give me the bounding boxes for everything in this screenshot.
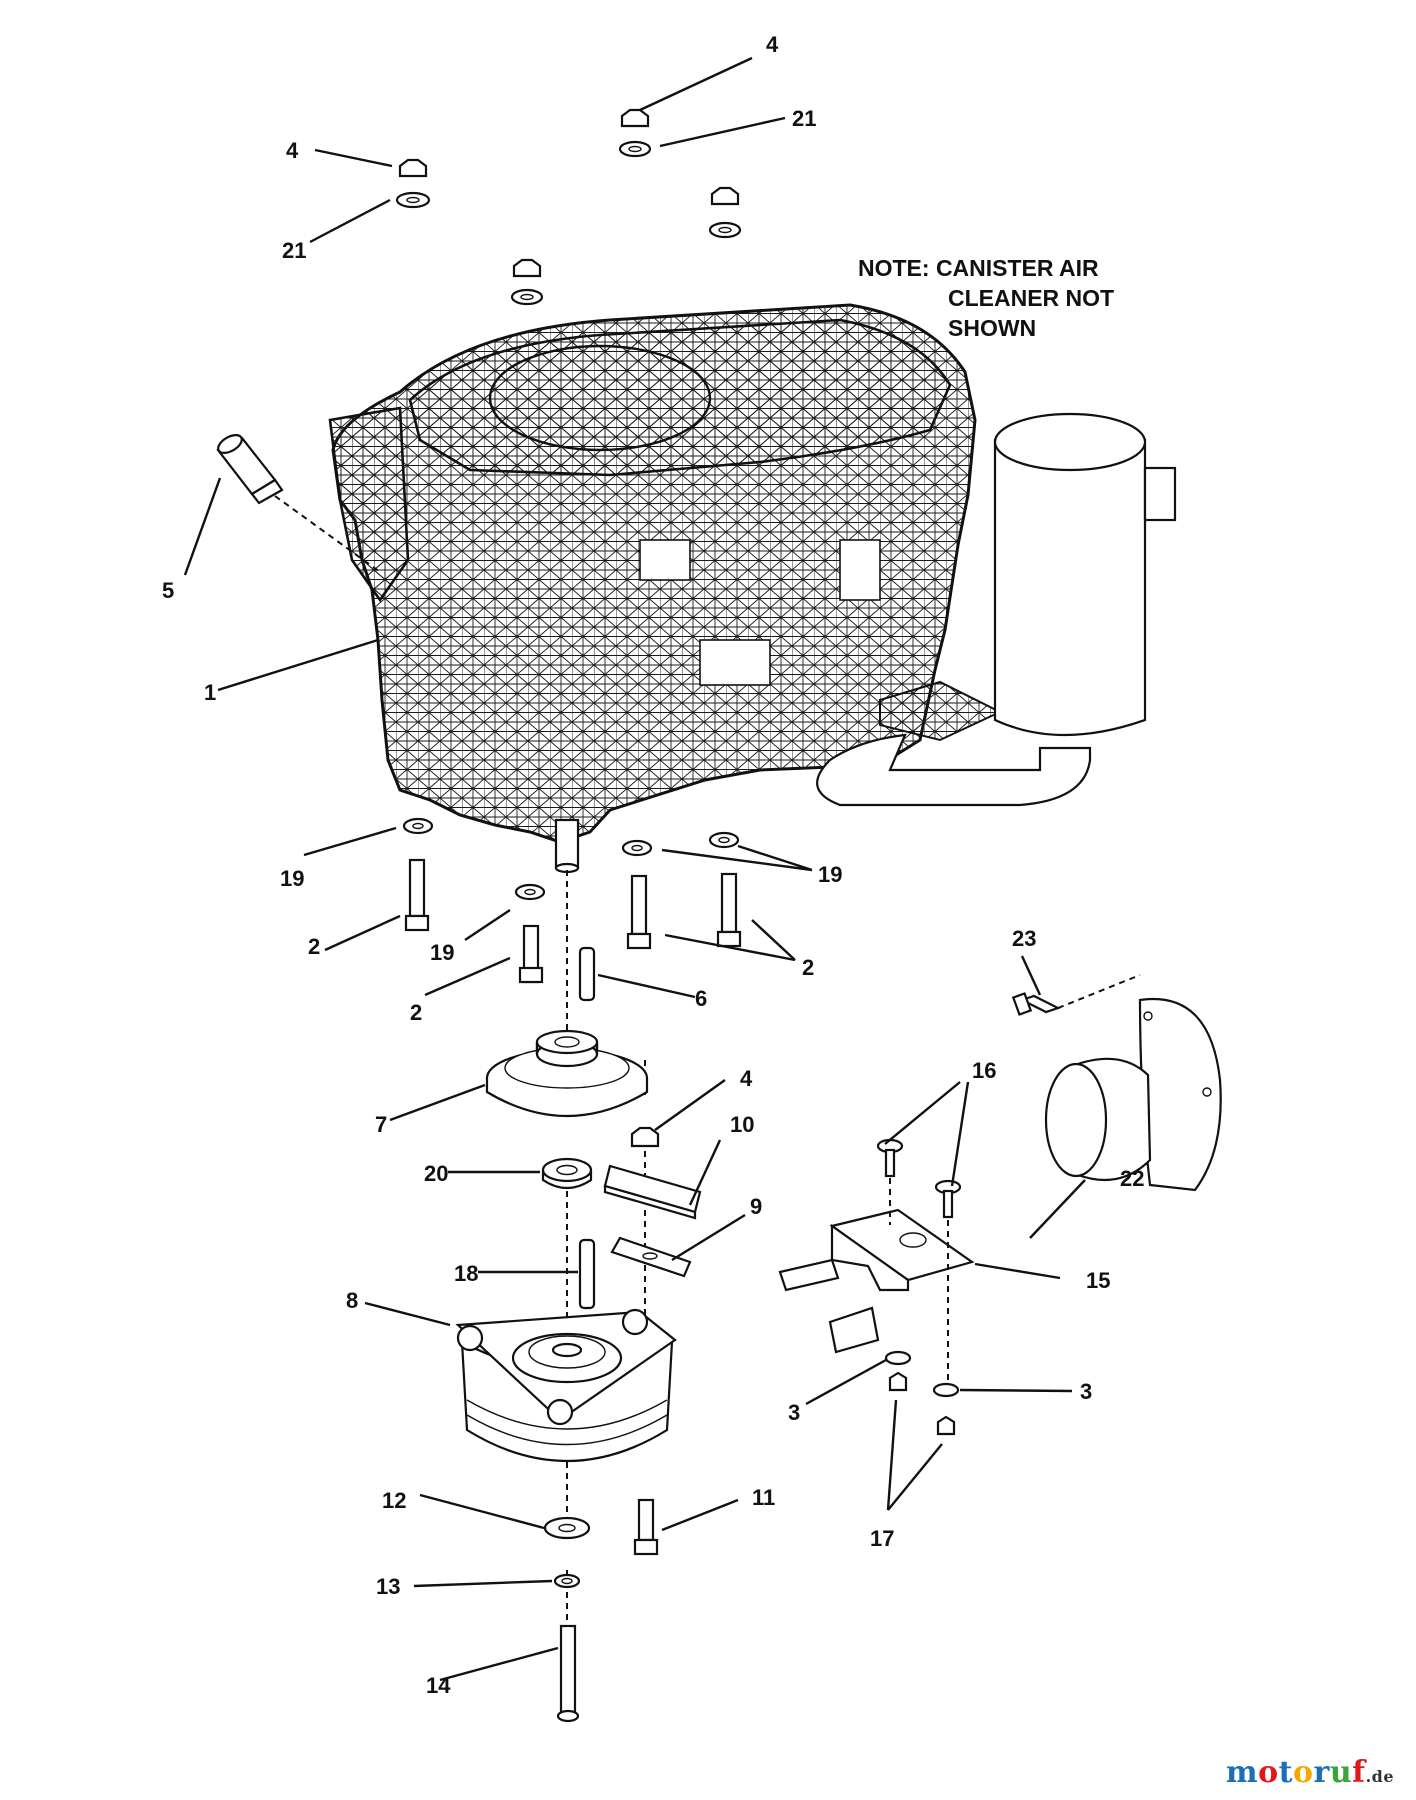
bolt [876, 1138, 904, 1178]
callout-labels: 4 21 4 21 5 1 19 2 19 2 19 2 6 7 4 10 9 … [162, 32, 1144, 1698]
watermark-brand: motoruf [1225, 1755, 1366, 1790]
nut [708, 186, 742, 239]
callout-18: 18 [454, 1261, 478, 1286]
key [578, 1238, 596, 1310]
engine-block-recess [639, 539, 691, 581]
callout-16: 16 [972, 1058, 996, 1083]
bolt [518, 924, 544, 984]
callout-8: 8 [346, 1288, 358, 1313]
note-line-1: NOTE: CANISTER AIR [858, 255, 1099, 281]
callout-2: 2 [802, 955, 814, 980]
nut [395, 158, 431, 209]
washer [932, 1382, 960, 1398]
washer [884, 1350, 912, 1366]
spacer [541, 1157, 593, 1190]
callout-3: 3 [788, 1400, 800, 1425]
washer [514, 883, 546, 901]
engine-crankshaft [554, 818, 580, 870]
key [578, 946, 596, 1002]
bolt [934, 1179, 962, 1219]
callout-7: 7 [375, 1112, 387, 1137]
callout-12: 12 [382, 1488, 406, 1513]
engine-block-recess [699, 639, 771, 686]
engine [328, 303, 977, 874]
callout-21: 21 [792, 106, 816, 131]
nut [936, 1415, 956, 1436]
callout-23: 23 [1012, 926, 1036, 951]
callout-4: 4 [766, 32, 779, 57]
air-cleaner-canister [816, 412, 1177, 807]
washer [543, 1516, 591, 1540]
nut [510, 258, 544, 306]
bolt [633, 1498, 659, 1556]
callout-2: 2 [308, 934, 320, 959]
note-line-3: SHOWN [948, 315, 1036, 341]
callout-13: 13 [376, 1574, 400, 1599]
air-cleaner-outlet [879, 680, 1003, 742]
callout-10: 10 [730, 1112, 754, 1137]
callout-2: 2 [410, 1000, 422, 1025]
callout-1: 1 [204, 680, 216, 705]
leader-lines [183, 56, 1086, 1682]
callout-5: 5 [162, 578, 174, 603]
washer [708, 831, 740, 849]
air-cleaner-lid [993, 412, 1147, 472]
bolt [716, 872, 742, 948]
clutch-stop-bracket [778, 1208, 975, 1354]
electric-clutch [455, 1308, 677, 1462]
cover-dash-line [1057, 974, 1141, 1009]
bolt [626, 874, 652, 950]
washer [621, 839, 653, 857]
watermark-tld: .de [1365, 1767, 1394, 1786]
bolt [1011, 992, 1061, 1016]
callout-15: 15 [1086, 1268, 1110, 1293]
callout-14: 14 [426, 1673, 451, 1698]
clutch-bracket [603, 1164, 702, 1220]
pto-cover [1044, 997, 1222, 1192]
watermark-logo: motoruf.de [1226, 1755, 1394, 1790]
clutch-shim [610, 1236, 692, 1278]
air-cleaner-body [993, 438, 1147, 737]
nut [630, 1126, 660, 1148]
engine-block-recess [839, 539, 881, 601]
callout-17: 17 [870, 1526, 894, 1551]
bracket-bolt-dash-line [889, 1178, 949, 1380]
engine-shroud [328, 406, 410, 603]
bolt [404, 858, 430, 932]
nut [618, 108, 652, 158]
engine-flywheel-cover [488, 344, 712, 452]
engine-top-cover [408, 318, 952, 477]
nut [888, 1371, 908, 1392]
pulley [485, 1029, 649, 1118]
air-cleaner-tab [1143, 466, 1177, 522]
callout-4: 4 [740, 1066, 753, 1091]
note-line-2: CLEANER NOT [948, 285, 1114, 311]
callout-9: 9 [750, 1194, 762, 1219]
callout-22: 22 [1120, 1166, 1144, 1191]
bolt [556, 1624, 580, 1723]
lock-washer [553, 1573, 581, 1589]
callout-4: 4 [286, 138, 299, 163]
callout-19: 19 [818, 862, 842, 887]
callout-6: 6 [695, 986, 707, 1011]
callout-20: 20 [424, 1161, 448, 1186]
callout-21: 21 [282, 238, 306, 263]
washer [402, 817, 434, 835]
air-cleaner-elbow [816, 733, 1092, 807]
callout-19: 19 [280, 866, 304, 891]
callout-19: 19 [430, 940, 454, 965]
callout-11: 11 [752, 1485, 775, 1510]
oil-pressure-sensor [216, 434, 284, 505]
callout-3: 3 [1080, 1379, 1092, 1404]
